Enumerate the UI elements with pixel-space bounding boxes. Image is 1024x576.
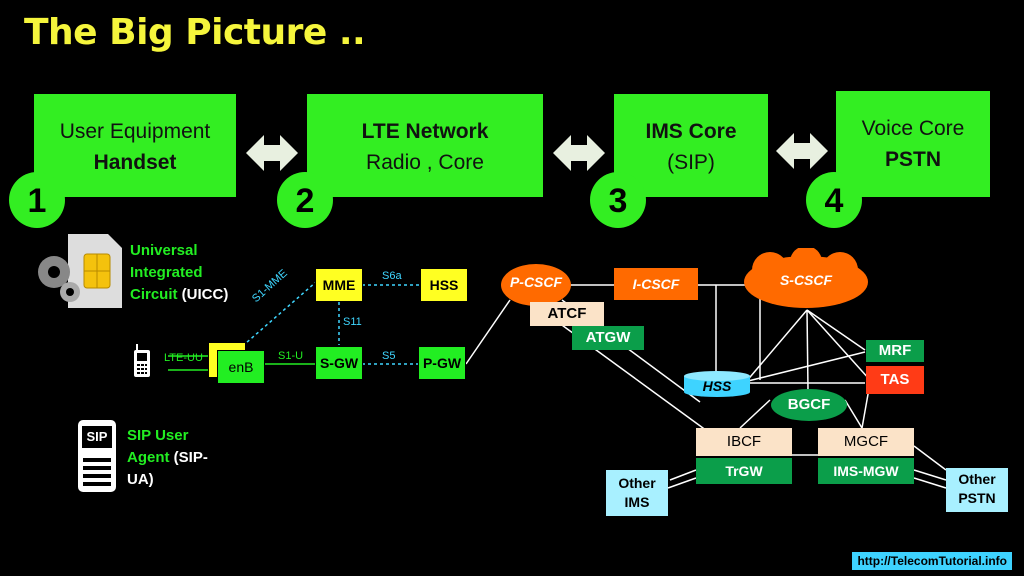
mobile-phone-icon xyxy=(134,344,150,377)
mrf-node: MRF xyxy=(866,340,924,362)
lte-uu-label: LTE-UU xyxy=(164,352,203,364)
hss-lte-node: HSS xyxy=(420,268,468,302)
stage-line1: Voice Core xyxy=(861,117,965,140)
double-arrow-icon xyxy=(246,135,298,171)
uicc-line3a: Circuit xyxy=(130,286,178,303)
mme-node: MME xyxy=(315,268,363,302)
sip-phone-keypad xyxy=(83,454,111,486)
atcf-node: ATCF xyxy=(530,302,604,326)
stage-line2: (SIP) xyxy=(667,151,715,174)
stage-line2: Handset xyxy=(93,151,177,174)
stage-line1: IMS Core xyxy=(645,120,737,143)
stage-box-lte-network: LTE Network Radio , Core xyxy=(307,94,543,197)
sim-card-gear-icon xyxy=(38,234,122,308)
icscf-node: I-CSCF xyxy=(614,268,698,300)
s1-u-label: S1-U xyxy=(278,350,304,362)
sipua-line2b: (SIP- xyxy=(169,449,208,466)
sip-phone-screen: SIP xyxy=(82,426,112,448)
stage-line1: LTE Network xyxy=(361,120,489,143)
trgw-node: TrGW xyxy=(696,458,792,484)
other-ims-node: Other IMS xyxy=(606,470,668,516)
mgcf-node: MGCF xyxy=(818,428,914,456)
scscf-node: S-CSCF xyxy=(779,272,833,288)
footer-url: http://TelecomTutorial.info xyxy=(852,552,1012,570)
uicc-line3b: (UICC) xyxy=(177,286,229,303)
stage-box-ims-core: IMS Core (SIP) xyxy=(614,94,768,197)
stage-number-3: 3 xyxy=(590,172,646,228)
sipua-line2a: Agent xyxy=(127,449,170,466)
stage-number-1: 1 xyxy=(9,172,65,228)
bgcf-node: BGCF xyxy=(771,389,847,421)
uicc-line1: Universal xyxy=(130,242,198,259)
stage-number-2: 2 xyxy=(277,172,333,228)
sip-phone-icon: SIP xyxy=(78,420,116,492)
hss-cylinder-shape xyxy=(684,371,750,397)
stage-box-user-equipment: User Equipment Handset xyxy=(34,94,236,197)
scscf-cloud-shape xyxy=(744,248,868,308)
sipua-line3: UA) xyxy=(127,471,154,488)
other-pstn-node: Other PSTN xyxy=(946,468,1008,512)
s5-label: S5 xyxy=(382,350,396,362)
double-arrow-icon xyxy=(553,135,605,171)
hss-ims-node: HSS xyxy=(702,378,732,394)
sipua-label: SIP User Agent (SIP- UA) xyxy=(127,425,208,491)
atgw-node: ATGW xyxy=(572,326,644,350)
uicc-label: Universal Integrated Circuit (UICC) xyxy=(130,240,228,306)
stage-line2: Radio , Core xyxy=(366,151,484,174)
stage-number-4: 4 xyxy=(806,172,862,228)
ims-mgw-node: IMS-MGW xyxy=(818,458,914,484)
stage-line2: PSTN xyxy=(884,148,941,171)
stage-box-voice-core: Voice Core PSTN xyxy=(836,91,990,197)
sipua-line1: SIP User xyxy=(127,427,189,444)
tas-node: TAS xyxy=(866,366,924,394)
s6a-label: S6a xyxy=(382,270,402,282)
ibcf-node: IBCF xyxy=(696,428,792,456)
uicc-line2: Integrated xyxy=(130,264,203,281)
sgw-node: S-GW xyxy=(315,346,363,380)
pgw-node: P-GW xyxy=(418,346,466,380)
stage-line1: User Equipment xyxy=(59,120,211,143)
double-arrow-icon xyxy=(776,133,828,169)
pcscf-cloud-shape xyxy=(501,264,571,306)
enb-node: enB xyxy=(217,350,265,384)
pcscf-node: P-CSCF xyxy=(509,274,563,290)
page-title: The Big Picture .. xyxy=(24,12,366,53)
s11-label: S11 xyxy=(343,316,362,328)
